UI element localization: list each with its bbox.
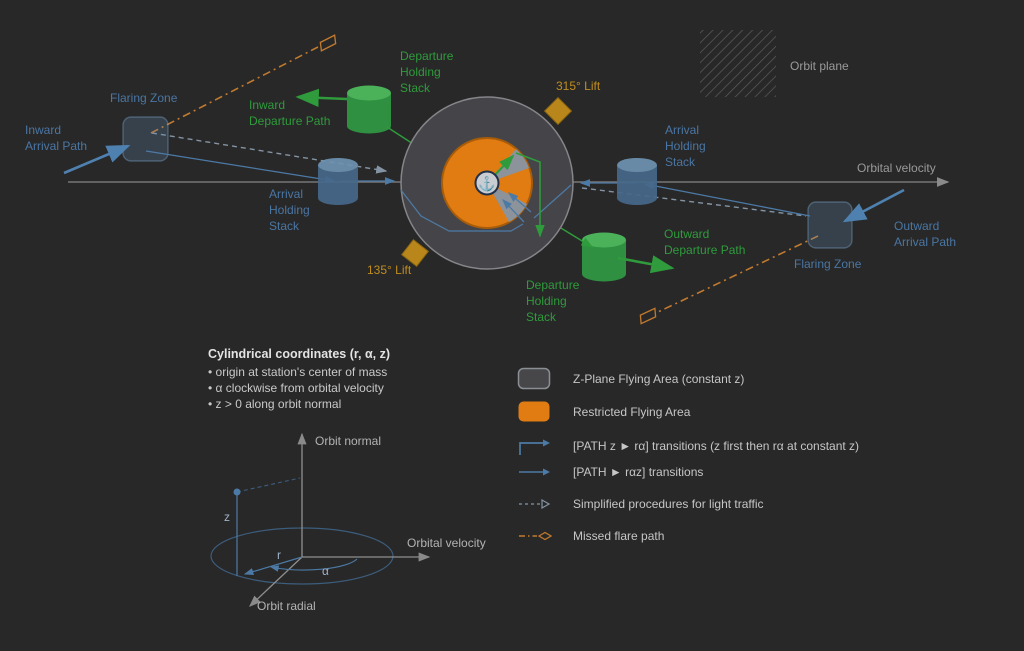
outward-arrival-label: Outward Arrival Path: [894, 219, 957, 249]
z-axis-label: z: [224, 510, 230, 524]
arrival-holding-stack-right-cylinder: [617, 158, 657, 205]
orbit-plane-hatch: [700, 30, 776, 97]
lift-315-diamond: [543, 96, 573, 126]
inward-arrival-arrow: [63, 144, 131, 175]
coords-note-bullet-3: • z > 0 along orbit normal: [208, 397, 342, 411]
station-hub: [474, 170, 500, 196]
restricted-swatch-icon: [518, 401, 550, 422]
lift-315-label: 315° Lift: [556, 79, 601, 93]
legend-item-ralphaz: [PATH ► rαz] transitions: [517, 459, 703, 485]
sample-point-dot: [233, 488, 241, 496]
legend-label: Simplified procedures for light traffic: [573, 497, 764, 511]
simplified-path-right: [581, 187, 807, 217]
z-projection-dashed: [236, 477, 301, 493]
outward-departure-arrow: [617, 255, 675, 274]
arrival-final-arrow-2: [508, 192, 532, 213]
dashdot-diamond-icon: [519, 531, 553, 541]
legend-item-simplified: Simplified procedures for light traffic: [517, 491, 764, 517]
zplane-swatch-icon: [517, 367, 551, 390]
arrival-final-arrow-1: [502, 199, 525, 223]
anchor-icon: ⚓: [478, 176, 495, 193]
legend-item-z-then-ralpha: [PATH z ► rα] transitions (z first then …: [517, 433, 859, 459]
orbital-velocity-label: Orbital velocity: [857, 161, 936, 175]
arrival-stack-left-label: Arrival Holding Stack: [269, 187, 310, 233]
outward-arrival-arrow: [842, 188, 905, 223]
arrival-line-right-a: [643, 181, 811, 217]
inward-departure-arrow: [295, 88, 348, 107]
straight-arrow-icon: [519, 468, 550, 476]
legend-label: Z-Plane Flying Area (constant z): [573, 372, 745, 386]
coords-note-bullet-2: • α clockwise from orbital velocity: [208, 381, 384, 395]
orbit-radial-label: Orbit radial: [257, 599, 316, 613]
flaring-zone-left-label: Flaring Zone: [110, 91, 178, 105]
missed-flare-path-left: [150, 46, 319, 134]
inward-departure-label: Inward Departure Path: [249, 98, 331, 128]
missed-flare-diamond-right: [639, 307, 657, 325]
legend-label: Restricted Flying Area: [573, 405, 691, 419]
missed-flare-path-right: [657, 235, 819, 313]
orbit-plane-label: Orbit plane: [790, 59, 849, 73]
departure-stack-bottom-label: Departure Holding Stack: [526, 278, 580, 324]
departure-holding-stack-top-cylinder: [347, 85, 391, 134]
inward-arrival-label: Inward Arrival Path: [25, 123, 88, 153]
orbit-radial-axis: [249, 556, 303, 607]
legend-label: [PATH ► rαz] transitions: [573, 465, 704, 479]
arrival-holding-stack-left-cylinder: [318, 158, 358, 205]
coords-note-title: Cylindrical coordinates (r, α, z): [208, 347, 391, 361]
coordinate-frame-diagram: [210, 432, 431, 607]
orbit-normal-label: Orbit normal: [315, 434, 382, 448]
orbital-velocity-mini-label: Orbital velocity: [407, 536, 486, 550]
departure-link-bottom: [555, 224, 594, 248]
flaring-zone-box-right: [807, 201, 853, 249]
dashed-arrow-icon: [519, 498, 551, 510]
legend-item-zplane: Z-Plane Flying Area (constant z): [517, 366, 744, 392]
simplified-path-left: [151, 132, 388, 174]
inner-arrival-route: [400, 189, 524, 232]
legend-item-restricted: Restricted Flying Area: [517, 399, 690, 425]
departure-stack-top-label: Departure Holding Stack: [400, 49, 454, 95]
lift-135-diamond: [400, 238, 430, 268]
legend-label: [PATH z ► rα] transitions (z first then …: [573, 439, 860, 453]
outward-departure-label: Outward Departure Path: [664, 227, 746, 257]
coords-note-bullet-1: • origin at station's center of mass: [208, 365, 388, 379]
alpha-label: α: [322, 564, 329, 578]
alpha-arc: [269, 558, 358, 572]
r-axis-label: r: [277, 548, 281, 562]
legend-item-missed-flare: Missed flare path: [517, 523, 664, 549]
missed-flare-diamond-left: [319, 34, 337, 52]
departure-elbow-path: [515, 152, 545, 238]
flaring-zone-box-left: [122, 116, 169, 162]
elbow-arrow-icon: [519, 439, 550, 455]
arrival-line-left-a: [145, 150, 336, 184]
arrival-stack-right-label: Arrival Holding Stack: [665, 123, 706, 169]
lift-135-label: 135° Lift: [367, 263, 412, 277]
z-plane-flying-area: ⚓: [400, 96, 574, 270]
legend-label: Missed flare path: [573, 529, 665, 543]
flaring-zone-right-label: Flaring Zone: [794, 257, 862, 271]
